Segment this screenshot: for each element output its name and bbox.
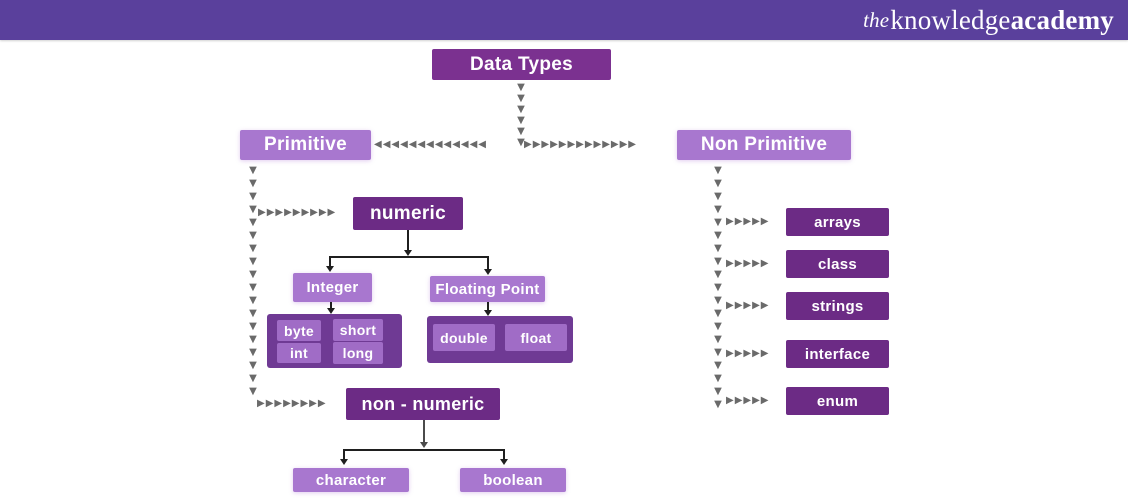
line-to-floating	[487, 256, 489, 269]
logo-knowledge: knowledge	[890, 4, 1011, 35]
node-byte: byte	[277, 320, 321, 341]
connector-to-non-numeric-chain: ▶▶▶▶▶▶▶▶	[257, 398, 327, 409]
node-non-numeric: non - numeric	[346, 388, 500, 420]
connector-primitive-spine: ▼ ▼ ▼ ▼ ▼ ▼ ▼ ▼ ▼ ▼ ▼ ▼ ▼ ▼ ▼ ▼ ▼ ▼	[249, 165, 257, 397]
arrowhead-to-floating	[484, 269, 492, 275]
node-long: long	[333, 342, 383, 364]
connector-to-class-chain: ▶▶▶▶▶	[726, 258, 770, 269]
connector-to-numeric-chain: ▶▶▶▶▶▶▶▶▶	[258, 207, 337, 218]
line-non-numeric-split	[344, 449, 505, 451]
node-interface: interface	[786, 340, 889, 368]
arrowhead-integer-drop	[327, 308, 335, 314]
connector-non-primitive-spine: ▼ ▼ ▼ ▼ ▼ ▼ ▼ ▼ ▼ ▼ ▼ ▼ ▼ ▼ ▼ ▼ ▼ ▼ ▼	[714, 165, 722, 410]
line-to-integer	[329, 256, 331, 266]
node-floating-point: Floating Point	[430, 276, 545, 302]
connector-to-enum-chain: ▶▶▶▶▶	[726, 395, 770, 406]
line-non-numeric-drop	[423, 420, 425, 442]
node-primitive: Primitive	[240, 130, 371, 160]
node-character: character	[293, 468, 409, 492]
line-numeric-split	[330, 256, 489, 258]
node-float: float	[505, 324, 567, 351]
node-enum: enum	[786, 387, 889, 415]
arrowhead-non-numeric-drop	[420, 442, 428, 448]
line-numeric-drop	[407, 230, 409, 252]
node-strings: strings	[786, 292, 889, 320]
line-to-character	[343, 449, 345, 459]
node-data-types: Data Types	[432, 49, 611, 80]
node-integer: Integer	[293, 273, 372, 302]
arrowhead-to-character	[340, 459, 348, 465]
node-arrays: arrays	[786, 208, 889, 236]
node-numeric: numeric	[353, 197, 463, 230]
arrowhead-floating-drop	[484, 310, 492, 316]
arrowhead-to-integer	[326, 266, 334, 272]
line-integer-drop	[330, 302, 332, 308]
node-boolean: boolean	[460, 468, 566, 492]
node-short: short	[333, 319, 383, 341]
logo-academy: academy	[1010, 4, 1114, 35]
node-non-primitive: Non Primitive	[677, 130, 851, 160]
connector-to-arrays-chain: ▶▶▶▶▶	[726, 216, 770, 227]
node-int: int	[277, 343, 321, 363]
line-floating-drop	[487, 302, 489, 310]
connector-to-interface-chain: ▶▶▶▶▶	[726, 348, 770, 359]
arrowhead-to-boolean	[500, 459, 508, 465]
arrowhead-numeric-drop	[404, 250, 412, 256]
line-to-boolean	[503, 449, 505, 459]
node-class: class	[786, 250, 889, 278]
node-double: double	[433, 324, 495, 351]
connector-root-down-chain: ▼ ▼ ▼ ▼ ▼ ▼	[517, 82, 525, 148]
connector-header-right-chain: ▶▶▶▶▶▶▶▶▶▶▶▶▶	[524, 139, 637, 150]
connector-to-strings-chain: ▶▶▶▶▶	[726, 300, 770, 311]
connector-header-left-chain: ◀◀◀◀◀◀◀◀◀◀◀◀◀	[374, 139, 487, 150]
logo-the: the	[863, 7, 890, 32]
